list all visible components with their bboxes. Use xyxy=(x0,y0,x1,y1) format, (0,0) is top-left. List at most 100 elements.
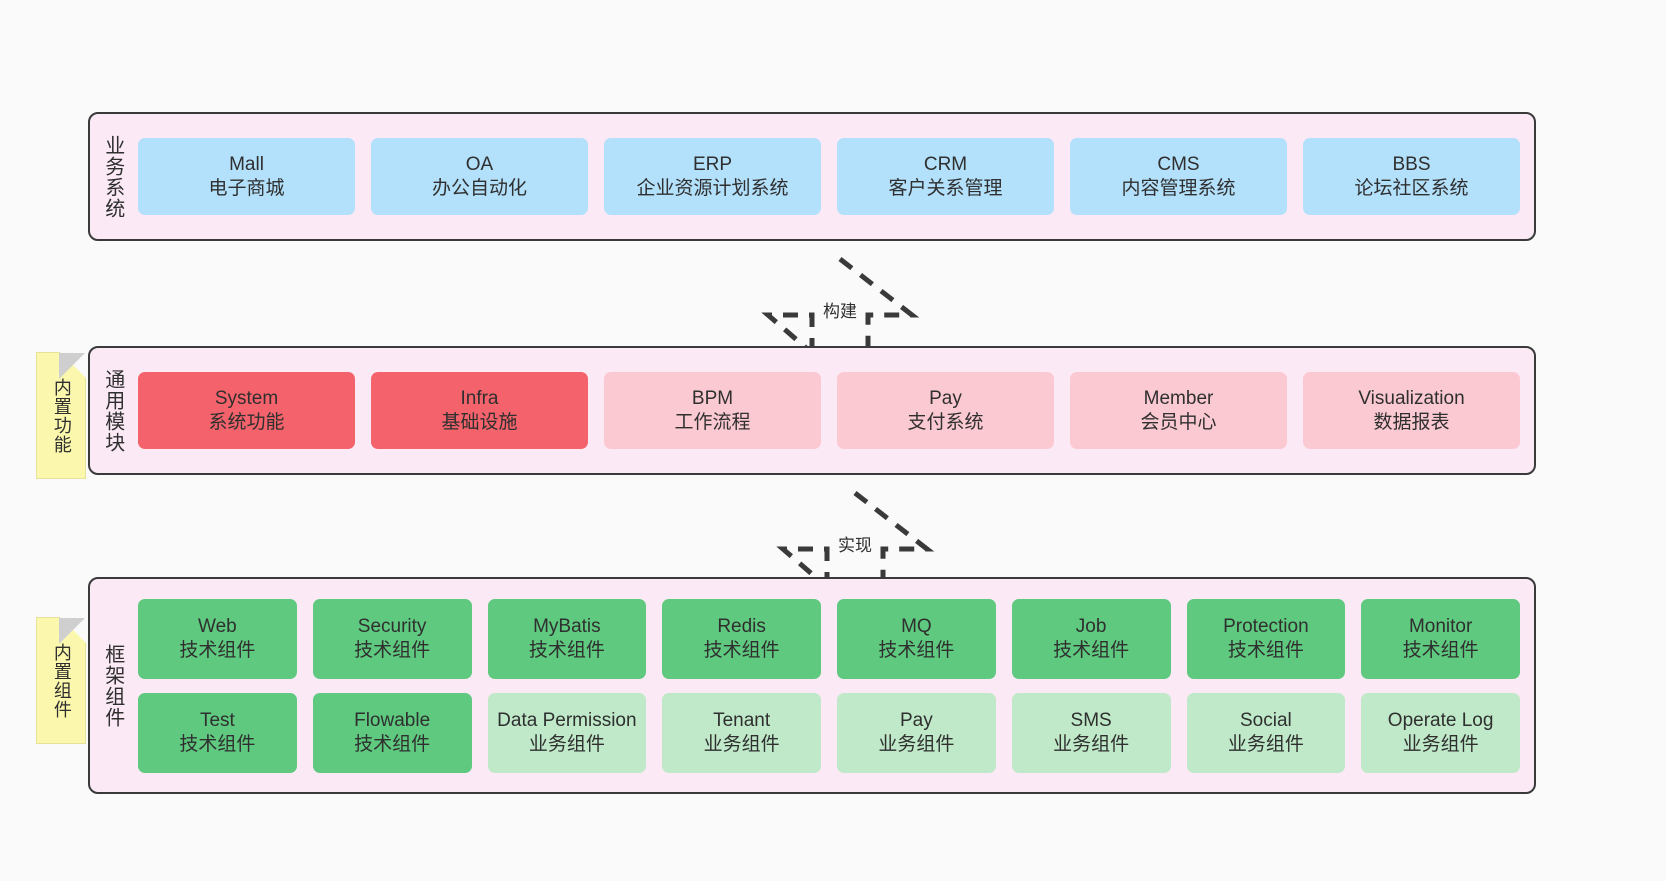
box-web[interactable]: Web 技术组件 xyxy=(138,598,297,679)
box-job[interactable]: Job 技术组件 xyxy=(1011,598,1171,679)
box-test[interactable]: Test 技术组件 xyxy=(138,692,297,773)
box-title: Data Permission xyxy=(497,710,637,732)
box-subtitle: 业务组件 xyxy=(1227,733,1304,755)
box-title: Operate Log xyxy=(1387,710,1494,732)
box-title: ERP xyxy=(692,154,733,176)
box-title: Flowable xyxy=(354,710,431,732)
layer-title-modules: 通用模块 xyxy=(101,368,124,453)
box-subtitle: 业务组件 xyxy=(878,733,955,755)
box-data-permission[interactable]: Data Permission 业务组件 xyxy=(487,692,647,773)
box-subtitle: 业务组件 xyxy=(528,733,605,755)
box-title: BPM xyxy=(691,388,734,410)
arrow-build-shape xyxy=(761,257,920,353)
box-subtitle: 技术组件 xyxy=(1227,639,1304,661)
sticky-note-builtin-components: 内置组件 xyxy=(36,617,86,744)
box-subtitle: 技术组件 xyxy=(354,639,431,661)
box-visualization[interactable]: Visualization 数据报表 xyxy=(1303,372,1520,449)
box-subtitle: 客户关系管理 xyxy=(888,177,1003,199)
box-security[interactable]: Security 技术组件 xyxy=(312,598,472,679)
box-title: Monitor xyxy=(1408,616,1473,638)
box-subtitle: 办公自动化 xyxy=(431,177,527,199)
box-subtitle: 技术组件 xyxy=(1053,639,1130,661)
note-label: 内置功能 xyxy=(51,377,72,454)
box-subtitle: 电子商城 xyxy=(208,177,285,199)
box-subtitle: 业务组件 xyxy=(1053,733,1130,755)
layer-row: Mall 电子商城 OA 办公自动化 ERP 企业资源计划系统 CRM 客户关系… xyxy=(138,138,1520,215)
box-sms[interactable]: SMS 业务组件 xyxy=(1011,692,1171,773)
box-title: System xyxy=(214,388,279,410)
box-subtitle: 数据报表 xyxy=(1373,411,1450,433)
box-title: Pay xyxy=(929,388,962,410)
box-subtitle: 系统功能 xyxy=(208,411,285,433)
box-protection[interactable]: Protection 技术组件 xyxy=(1186,598,1346,679)
layer-row: Test 技术组件 Flowable 技术组件 Data Permission … xyxy=(138,692,1520,773)
layer-body-modules: System 系统功能 Infra 基础设施 BPM 工作流程 Pay 支付系统… xyxy=(134,348,1534,473)
sticky-note-builtin-functions: 内置功能 xyxy=(36,352,86,479)
box-subtitle: 基础设施 xyxy=(441,411,518,433)
layer-framework-components: 框架组件 Web 技术组件 Security 技术组件 MyBatis 技术组件… xyxy=(88,577,1536,794)
box-title: Visualization xyxy=(1358,388,1465,410)
note-label: 内置组件 xyxy=(51,642,72,719)
box-pay-component[interactable]: Pay 业务组件 xyxy=(837,692,996,773)
box-title: Job xyxy=(1075,616,1107,638)
box-subtitle: 业务组件 xyxy=(703,733,780,755)
box-system[interactable]: System 系统功能 xyxy=(138,372,355,449)
box-subtitle: 技术组件 xyxy=(528,639,605,661)
box-title: Security xyxy=(357,616,427,638)
arrow-implement: 实现 xyxy=(770,487,940,587)
box-oa[interactable]: OA 办公自动化 xyxy=(371,138,588,215)
box-title: Mall xyxy=(229,154,264,176)
layer-business-systems: 业务系统 Mall 电子商城 OA 办公自动化 ERP 企业资源计划系统 CRM… xyxy=(88,112,1536,241)
layer-row: System 系统功能 Infra 基础设施 BPM 工作流程 Pay 支付系统… xyxy=(138,372,1520,449)
box-title: BBS xyxy=(1392,154,1431,176)
box-title: Web xyxy=(198,616,237,638)
box-subtitle: 内容管理系统 xyxy=(1121,177,1236,199)
layer-common-modules: 通用模块 System 系统功能 Infra 基础设施 BPM 工作流程 Pay… xyxy=(88,346,1536,475)
arrow-implement-shape xyxy=(776,491,935,587)
box-title: Test xyxy=(199,710,235,732)
box-social[interactable]: Social 业务组件 xyxy=(1186,692,1346,773)
box-title: MQ xyxy=(901,616,932,638)
box-title: CMS xyxy=(1157,154,1200,176)
box-title: Social xyxy=(1240,710,1292,732)
note-fold-icon xyxy=(60,617,86,643)
box-mall[interactable]: Mall 电子商城 xyxy=(138,138,355,215)
box-subtitle: 企业资源计划系统 xyxy=(636,177,789,199)
layer-body-framework: Web 技术组件 Security 技术组件 MyBatis 技术组件 Redi… xyxy=(134,579,1534,792)
box-title: MyBatis xyxy=(533,616,601,638)
box-subtitle: 会员中心 xyxy=(1140,411,1217,433)
box-tenant[interactable]: Tenant 业务组件 xyxy=(662,692,821,773)
box-title: CRM xyxy=(923,154,968,176)
box-pay-module[interactable]: Pay 支付系统 xyxy=(837,372,1054,449)
box-mybatis[interactable]: MyBatis 技术组件 xyxy=(487,598,647,679)
layer-title-business: 业务系统 xyxy=(101,134,124,219)
box-mq[interactable]: MQ 技术组件 xyxy=(837,598,996,679)
box-flowable[interactable]: Flowable 技术组件 xyxy=(312,692,472,773)
box-subtitle: 论坛社区系统 xyxy=(1354,177,1469,199)
arrow-build: 构建 xyxy=(755,253,925,353)
layer-body-business: Mall 电子商城 OA 办公自动化 ERP 企业资源计划系统 CRM 客户关系… xyxy=(134,114,1534,239)
box-infra[interactable]: Infra 基础设施 xyxy=(371,372,588,449)
box-cms[interactable]: CMS 内容管理系统 xyxy=(1070,138,1287,215)
box-monitor[interactable]: Monitor 技术组件 xyxy=(1361,598,1520,679)
box-erp[interactable]: ERP 企业资源计划系统 xyxy=(604,138,821,215)
box-bpm[interactable]: BPM 工作流程 xyxy=(604,372,821,449)
box-operate-log[interactable]: Operate Log 业务组件 xyxy=(1361,692,1520,773)
box-title: SMS xyxy=(1070,710,1112,732)
box-crm[interactable]: CRM 客户关系管理 xyxy=(837,138,1054,215)
box-title: Pay xyxy=(900,710,933,732)
box-subtitle: 支付系统 xyxy=(907,411,984,433)
note-fold-icon xyxy=(60,352,86,378)
box-title: Member xyxy=(1143,388,1214,410)
box-title: OA xyxy=(465,154,494,176)
box-bbs[interactable]: BBS 论坛社区系统 xyxy=(1303,138,1520,215)
box-member[interactable]: Member 会员中心 xyxy=(1070,372,1287,449)
box-subtitle: 业务组件 xyxy=(1402,733,1479,755)
box-title: Tenant xyxy=(713,710,771,732)
layer-title-framework: 框架组件 xyxy=(101,643,124,728)
box-subtitle: 技术组件 xyxy=(878,639,955,661)
box-subtitle: 技术组件 xyxy=(179,639,256,661)
box-subtitle: 工作流程 xyxy=(674,411,751,433)
box-redis[interactable]: Redis 技术组件 xyxy=(662,598,821,679)
box-title: Redis xyxy=(717,616,766,638)
